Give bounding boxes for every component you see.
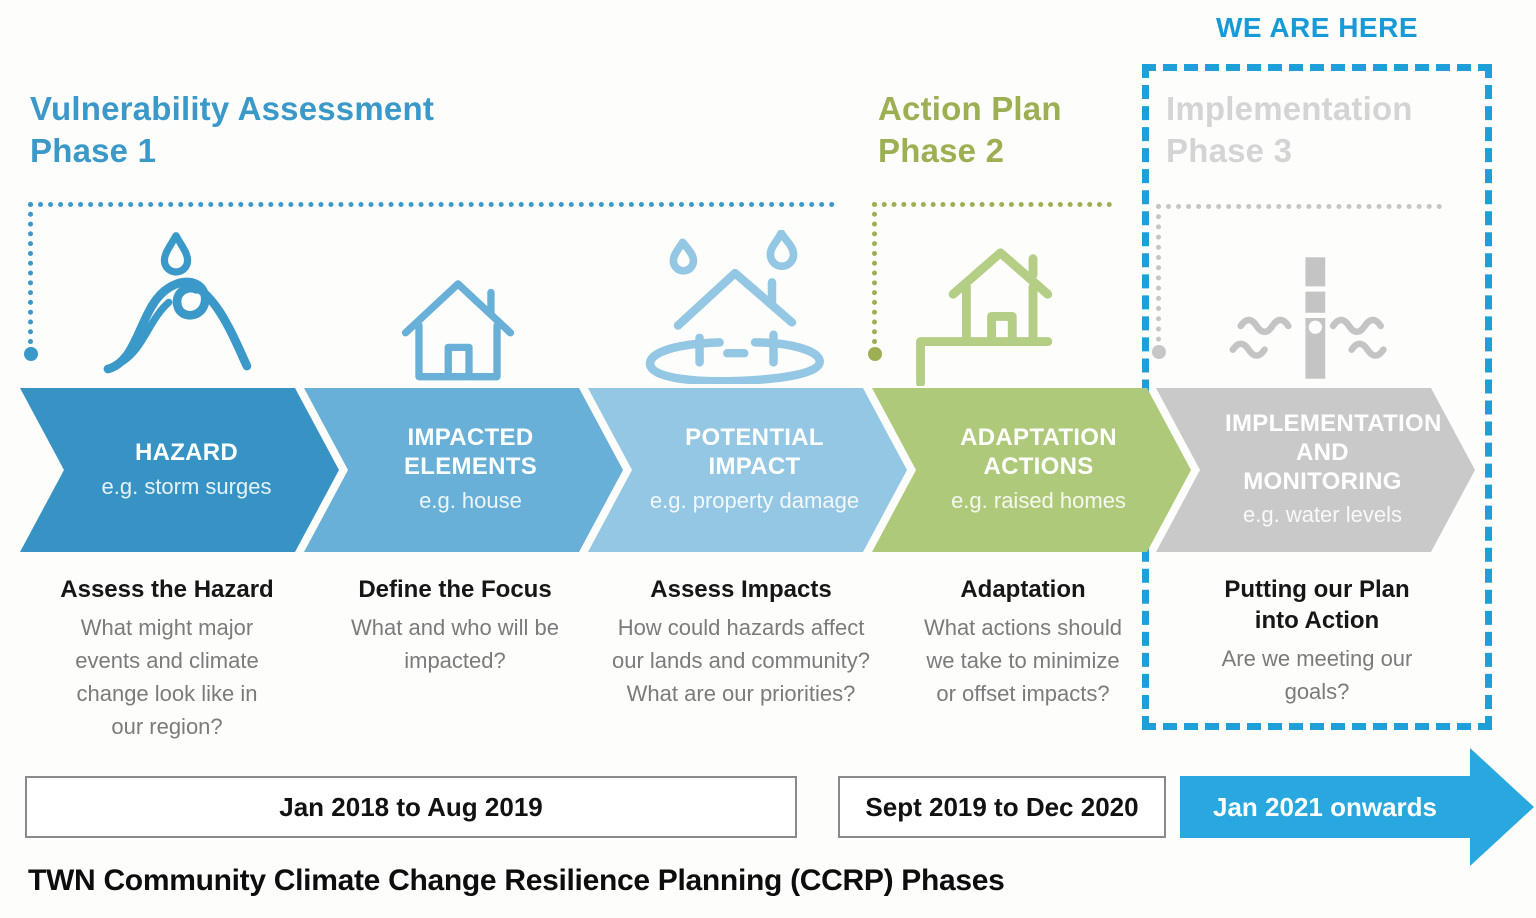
timeline-phase2-range: Sept 2019 to Dec 2020	[838, 776, 1166, 838]
phase2-dotted-bracket	[868, 202, 1112, 361]
phase1-title: Vulnerability Assessment	[30, 90, 435, 127]
chevron-example: e.g. house	[419, 487, 522, 513]
phase1-header: Vulnerability Assessment Phase 1	[30, 88, 510, 172]
desc-title: Assess the Hazard	[60, 576, 274, 603]
raised-home-icon	[893, 238, 1099, 386]
desc-title: Assess Impacts	[650, 576, 832, 603]
chevron-hazard: HAZARD e.g. storm surges	[20, 388, 339, 552]
desc-assess-hazard: Assess the Hazard What might major event…	[22, 574, 312, 743]
desc-define-focus: Define the Focus What and who will be im…	[310, 574, 600, 677]
chevron-label: POTENTIAL IMPACT	[685, 424, 824, 481]
chevron-potential-impact: POTENTIAL IMPACT e.g. property damage	[588, 388, 907, 552]
chevron-impacted-elements: IMPACTED ELEMENTS e.g. house	[304, 388, 623, 552]
timeline-phase1-range: Jan 2018 to Aug 2019	[25, 776, 797, 838]
house-icon	[388, 262, 528, 384]
chevron-implementation-monitoring: IMPLEMENTATION AND MONITORING e.g. water…	[1156, 388, 1475, 552]
phase2-title: Action Plan	[878, 90, 1062, 127]
phase2-subtitle: Phase 2	[878, 132, 1005, 170]
desc-title: Adaptation	[960, 576, 1086, 603]
chevron-label: HAZARD	[134, 438, 239, 466]
chevron-example: e.g. raised homes	[951, 487, 1126, 513]
chevron-label: IMPLEMENTATION AND MONITORING	[1225, 409, 1442, 495]
phase1-dotted-bracket	[24, 202, 835, 361]
desc-body: What actions should we take to minimize …	[923, 615, 1123, 707]
water-gauge-icon	[1226, 252, 1406, 384]
timeline-phase3-arrow: Jan 2021 onwards	[1180, 776, 1470, 838]
diagram-title: TWN Community Climate Change Resilience …	[28, 864, 1005, 897]
chevron-example: e.g. water levels	[1243, 502, 1402, 528]
chevron-label: ADAPTATION ACTIONS	[960, 424, 1117, 481]
process-chevron-row: HAZARD e.g. storm surges IMPACTED ELEMEN…	[20, 388, 1476, 552]
desc-body: How could hazards affect our lands and c…	[611, 615, 871, 707]
desc-body: What might major events and climate chan…	[75, 615, 259, 740]
phase3-title: Implementation	[1166, 90, 1413, 127]
phase3-subtitle: Phase 3	[1166, 132, 1293, 170]
desc-body: What and who will be impacted?	[351, 615, 559, 674]
phase3-header: Implementation Phase 3	[1166, 88, 1466, 172]
flooded-house-icon	[626, 230, 844, 384]
chevron-example: e.g. storm surges	[101, 473, 272, 499]
phase3-dotted-bracket	[1152, 204, 1442, 359]
we-are-here-label: WE ARE HERE	[1215, 12, 1419, 43]
wave-icon	[95, 230, 257, 382]
chevron-label: IMPACTED ELEMENTS	[403, 424, 538, 481]
desc-body: Are we meeting our goals?	[1221, 646, 1413, 705]
chevron-adaptation-actions: ADAPTATION ACTIONS e.g. raised homes	[872, 388, 1191, 552]
desc-plan-into-action: Putting our Plan into Action Are we meet…	[1172, 574, 1462, 708]
chevron-example: e.g. property damage	[649, 487, 860, 513]
timeline-arrow-head-icon	[1470, 748, 1534, 866]
desc-assess-impacts: Assess Impacts How could hazards affect …	[596, 574, 886, 710]
phase2-header: Action Plan Phase 2	[878, 88, 1138, 172]
desc-title: Putting our Plan into Action	[1224, 576, 1410, 635]
desc-title: Define the Focus	[358, 576, 552, 603]
phase1-subtitle: Phase 1	[30, 132, 157, 170]
desc-adaptation: Adaptation What actions should we take t…	[878, 574, 1168, 710]
